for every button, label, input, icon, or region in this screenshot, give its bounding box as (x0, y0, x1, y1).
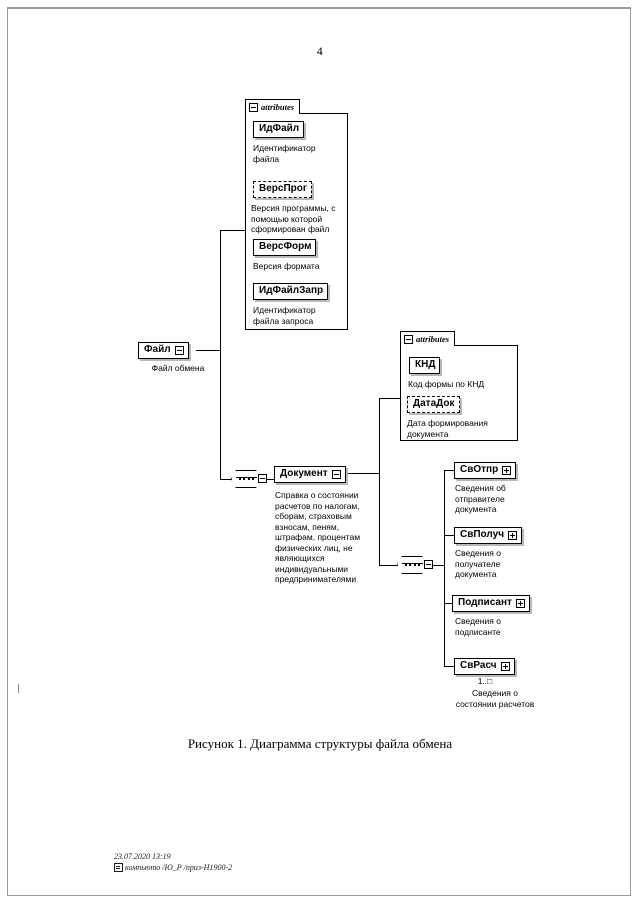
attribute-node-idfayl[interactable]: ИдФайл (253, 121, 305, 138)
margin-tick-mark (18, 684, 19, 693)
sequence-dots-icon (405, 564, 420, 566)
minus-box-icon[interactable] (249, 102, 258, 112)
footer-path-line: компьюто /Ю_Р /приз-Н1900-2 (114, 863, 232, 874)
attribute-node-knd[interactable]: КНД (409, 357, 441, 374)
plus-box-icon[interactable] (515, 598, 525, 608)
connector-seq2-bus (429, 565, 444, 566)
element-description-svrasch: Сведения о состоянии расчетов (455, 688, 535, 709)
connector-bus-svotpr (444, 470, 454, 471)
minus-box-icon[interactable] (404, 334, 413, 344)
element-node-svrasch[interactable]: СвРасч (454, 658, 515, 675)
element-node-svpoluch[interactable]: СвПолуч (454, 527, 523, 544)
element-node-svotpr[interactable]: СвОтпр (454, 462, 517, 479)
element-node-fayl[interactable]: Файл (138, 342, 189, 359)
attribute-name: КНД (415, 359, 436, 370)
element-description-dokument: Справка о состоянии расчетов по налогам,… (275, 490, 361, 584)
connector-dokument-right (345, 473, 379, 474)
attribute-node-datadok[interactable]: ДатаДок (407, 396, 460, 413)
attribute-description-versprog: Версия программы, с помощью которой сфор… (251, 203, 336, 234)
sequence-bar (236, 477, 257, 478)
minus-box-icon[interactable] (174, 345, 184, 355)
attribute-description-idfayl: Идентификатор файла (253, 143, 316, 164)
attribute-node-idfaylzapr[interactable]: ИдФайлЗапр (253, 283, 329, 300)
connector-fayl-trunk (220, 230, 221, 480)
attributes-tab-document[interactable]: attributes (400, 331, 456, 346)
plus-box-icon[interactable] (508, 530, 518, 540)
connector-children-bus (444, 470, 445, 666)
sequence-bar (402, 563, 423, 564)
attribute-name: ДатаДок (413, 398, 455, 409)
element-description-fayl: Файл обмена (151, 363, 205, 373)
connector-seq-dokument (263, 479, 274, 480)
connector-fayl-right (196, 350, 220, 351)
element-name: Файл (144, 344, 171, 355)
attribute-description-datadok: Дата формирования документа (407, 418, 488, 439)
element-node-dokument[interactable]: Документ (274, 466, 346, 483)
page-number: 4 (316, 44, 324, 58)
attributes-tab-file[interactable]: attributes (245, 99, 301, 114)
element-description-svotpr: Сведения об отправителе документа (455, 483, 506, 514)
attribute-node-versprog[interactable]: ВерсПрог (253, 181, 313, 198)
sequence-compositor-document[interactable] (397, 556, 433, 574)
attributes-tab-label: attributes (261, 101, 295, 112)
connector-bus-svrasch (444, 666, 454, 667)
page-footer: 23.07.2020 13:19 компьюто /Ю_Р /приз-Н19… (114, 852, 232, 873)
minus-box-icon[interactable] (258, 474, 267, 483)
element-name: СвОтпр (460, 464, 499, 475)
connector-bus-podpisant (444, 603, 452, 604)
connector-bus-svpoluch (444, 535, 454, 536)
connector-fayl-attributes (220, 230, 245, 231)
connector-dokument-attributes (379, 398, 400, 399)
attributes-tab-label: attributes (416, 333, 450, 344)
attribute-name: ВерсФорм (259, 241, 312, 252)
plus-box-icon[interactable] (500, 661, 510, 671)
sequence-dots-icon (239, 478, 254, 480)
minus-box-icon[interactable] (331, 469, 341, 479)
element-name: СвРасч (460, 660, 497, 671)
minus-box-icon[interactable] (424, 560, 433, 569)
element-node-podpisant[interactable]: Подписант (452, 595, 530, 612)
element-description-podpisant: Сведения о подписанте (455, 616, 501, 637)
attribute-name: ИдФайл (259, 123, 300, 134)
footer-timestamp: 23.07.2020 13:19 (114, 852, 171, 861)
element-name: Документ (280, 468, 328, 479)
connector-fayl-sequence (220, 479, 231, 480)
figure-caption: Рисунок 1. Диаграмма структуры файла обм… (187, 736, 453, 751)
plus-box-icon[interactable] (502, 465, 512, 475)
attribute-name: ВерсПрог (259, 183, 308, 194)
attribute-description-versform: Версия формата (253, 261, 320, 271)
element-name: СвПолуч (460, 529, 505, 540)
multiplicity-label-svrasch: 1..□ (477, 676, 493, 686)
document-icon (114, 863, 123, 873)
connector-dokument-trunk (379, 398, 380, 566)
connector-dokument-sequence (379, 565, 397, 566)
footer-path: компьюто /Ю_Р /приз-Н1900-2 (125, 862, 233, 872)
attribute-name: ИдФайлЗапр (259, 285, 324, 296)
attribute-description-knd: Код формы по КНД (408, 379, 485, 389)
element-name: Подписант (458, 597, 512, 608)
attribute-description-idfaylzapr: Идентификатор файла запроса (253, 305, 316, 326)
sequence-compositor-file[interactable] (231, 470, 267, 488)
element-description-svpoluch: Сведения о получателе документа (455, 548, 501, 579)
attribute-node-versform[interactable]: ВерсФорм (253, 239, 317, 256)
